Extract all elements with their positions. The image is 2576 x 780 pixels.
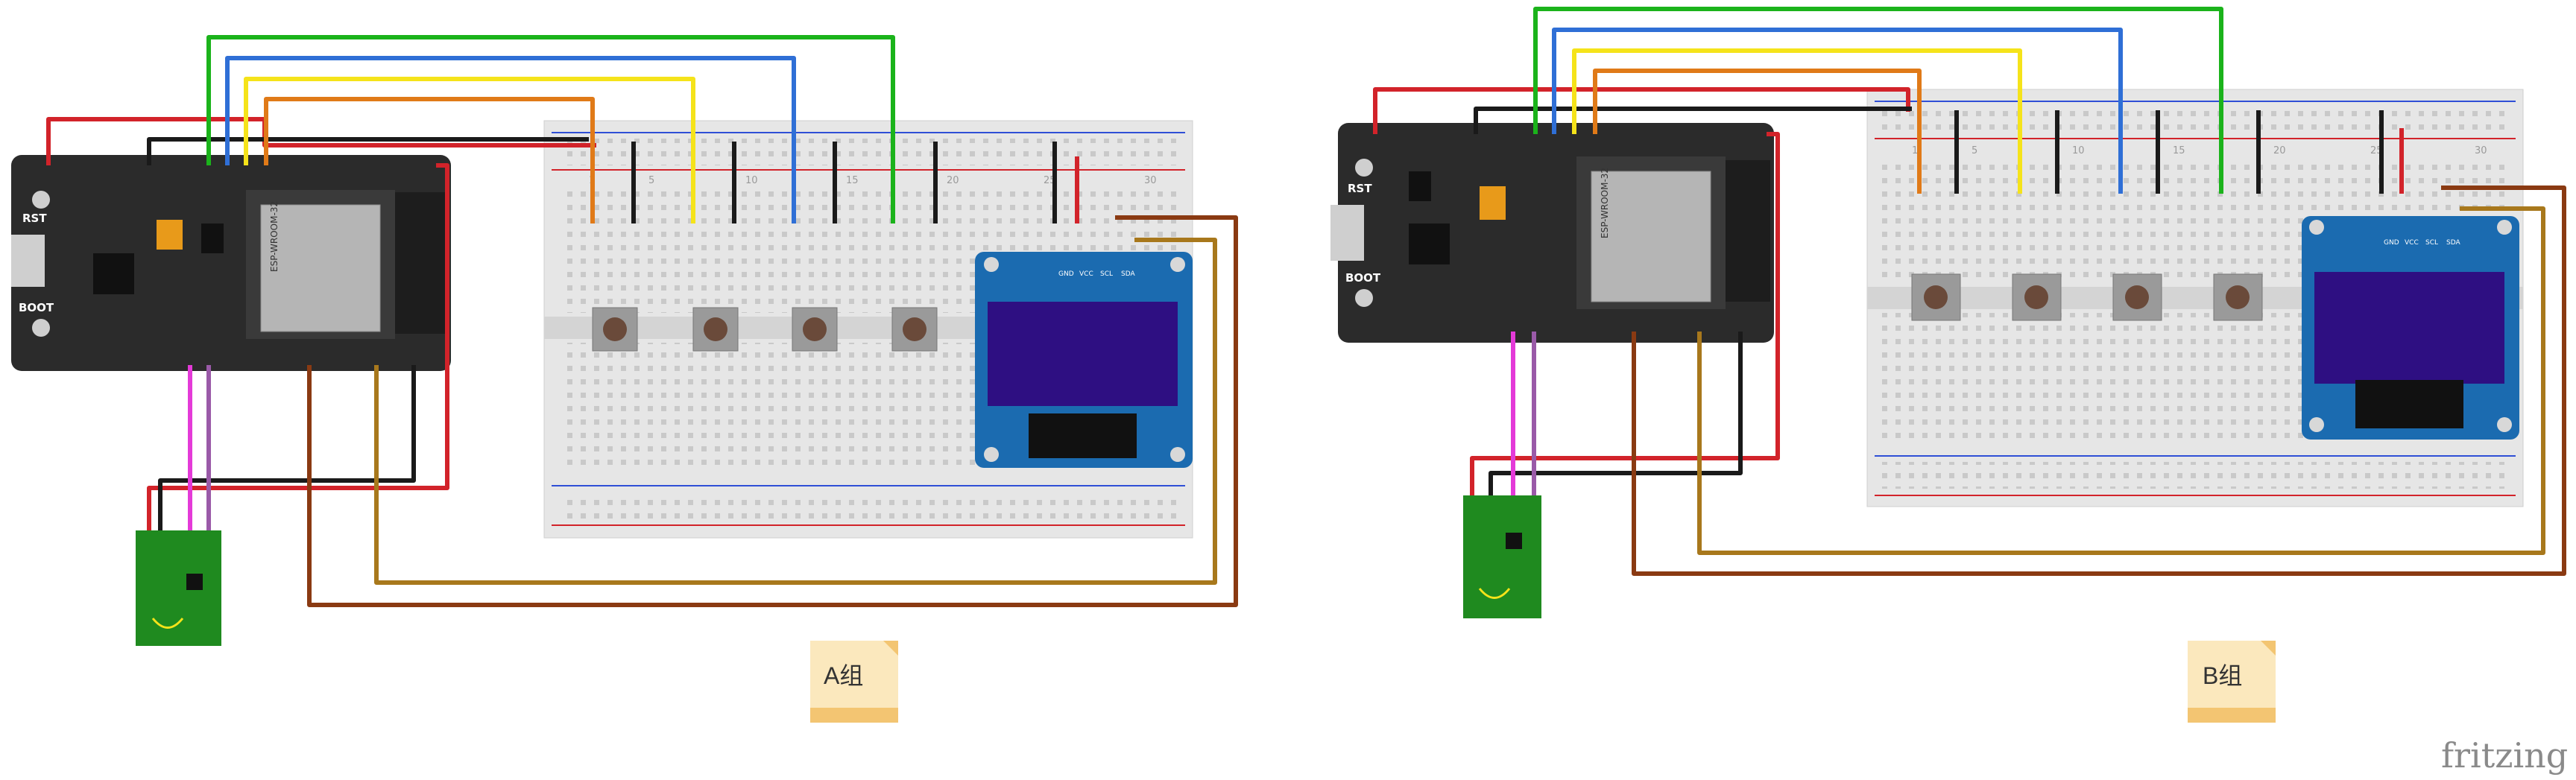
- wires-b: [1373, 7, 2566, 576]
- wires-a: [46, 35, 1238, 607]
- wire-blue-b: [1552, 28, 2123, 194]
- wire-orange-b: [1593, 69, 1922, 194]
- module-label-a: ESP-WROOM-32: [269, 201, 280, 272]
- boot-label-a: BOOT: [19, 301, 54, 314]
- oled-display-a: GND VCC SCL SDA: [975, 252, 1193, 468]
- wire-black-a: [147, 137, 589, 165]
- bb-a-col-5: 5: [648, 175, 654, 186]
- wire-orange-a: [264, 97, 595, 223]
- oled-b-pin-gnd: GND: [2384, 239, 2399, 247]
- note-a: A组: [810, 641, 898, 723]
- bb-b-col-10: 10: [2072, 145, 2085, 156]
- wire-green-a: [206, 35, 895, 223]
- bb-a-col-20: 20: [947, 175, 959, 186]
- fritzing-watermark: fritzing: [2441, 735, 2568, 776]
- module-label-b: ESP-WROOM-32: [1600, 168, 1610, 238]
- rf-module-a: [136, 530, 221, 646]
- rf-module-b: [1463, 495, 1541, 618]
- wire-yellow-a: [244, 77, 695, 223]
- wire-brown-b: [1632, 186, 2566, 576]
- wire-red-b: [1373, 87, 1910, 134]
- bb-a-col-15: 15: [846, 175, 859, 186]
- oled-b-pin-scl: SCL: [2425, 239, 2438, 247]
- wire-darkgold-b: [1697, 206, 2545, 555]
- wire-black-gnd-a: [158, 365, 416, 530]
- wire-darkgold-a: [374, 238, 1217, 585]
- oled-b-pin-sda: SDA: [2446, 239, 2460, 247]
- oled-a-pin-gnd: GND: [1058, 270, 1074, 278]
- wire-black-gnd-b: [1489, 332, 1743, 495]
- note-b: B组: [2188, 641, 2276, 723]
- bb-b-col-15: 15: [2173, 145, 2185, 156]
- note-b-label: B组: [2203, 662, 2242, 689]
- wire-green-b: [1533, 7, 2223, 194]
- oled-a-pin-scl: SCL: [1100, 270, 1113, 278]
- bb-b-col-5: 5: [1972, 145, 1977, 156]
- esp32-board-a: RST BOOT ESP-WROOM-32: [11, 155, 451, 371]
- group-a: 1 5 10 15 20 25 30 RST BOOT ESP-WROOM-32: [11, 35, 1238, 723]
- oled-a-pin-sda: SDA: [1121, 270, 1135, 278]
- oled-a-pin-vcc: VCC: [1079, 270, 1093, 278]
- wire-yellow-b: [1572, 48, 2022, 194]
- wire-red-3v3-a: [147, 163, 449, 530]
- bb-a-col-10: 10: [745, 175, 758, 186]
- bb-a-col-30: 30: [1144, 175, 1157, 186]
- group-b: 1 5 10 15 20 25 30 RST BOOT ESP-WROOM-32: [1330, 7, 2566, 723]
- oled-display-b: GND VCC SCL SDA: [2302, 216, 2519, 440]
- oled-b-pin-vcc: VCC: [2405, 239, 2419, 247]
- note-a-label: A组: [824, 662, 863, 689]
- bb-b-col-30: 30: [2475, 145, 2487, 156]
- rst-label-b: RST: [1348, 182, 1372, 195]
- esp32-board-b: RST BOOT ESP-WROOM-32: [1330, 123, 1774, 343]
- bb-b-col-20: 20: [2273, 145, 2286, 156]
- wire-black-b: [1474, 107, 1912, 134]
- push-buttons-b: [1911, 273, 2263, 321]
- boot-label-b: BOOT: [1345, 271, 1381, 285]
- rst-label-a: RST: [22, 212, 47, 225]
- wire-brown-a: [307, 215, 1238, 607]
- wire-blue-a: [225, 56, 796, 223]
- wire-red-3v3-b: [1470, 132, 1780, 495]
- push-buttons-a: [592, 307, 938, 352]
- bb-b-col-1: 1: [1912, 145, 1918, 156]
